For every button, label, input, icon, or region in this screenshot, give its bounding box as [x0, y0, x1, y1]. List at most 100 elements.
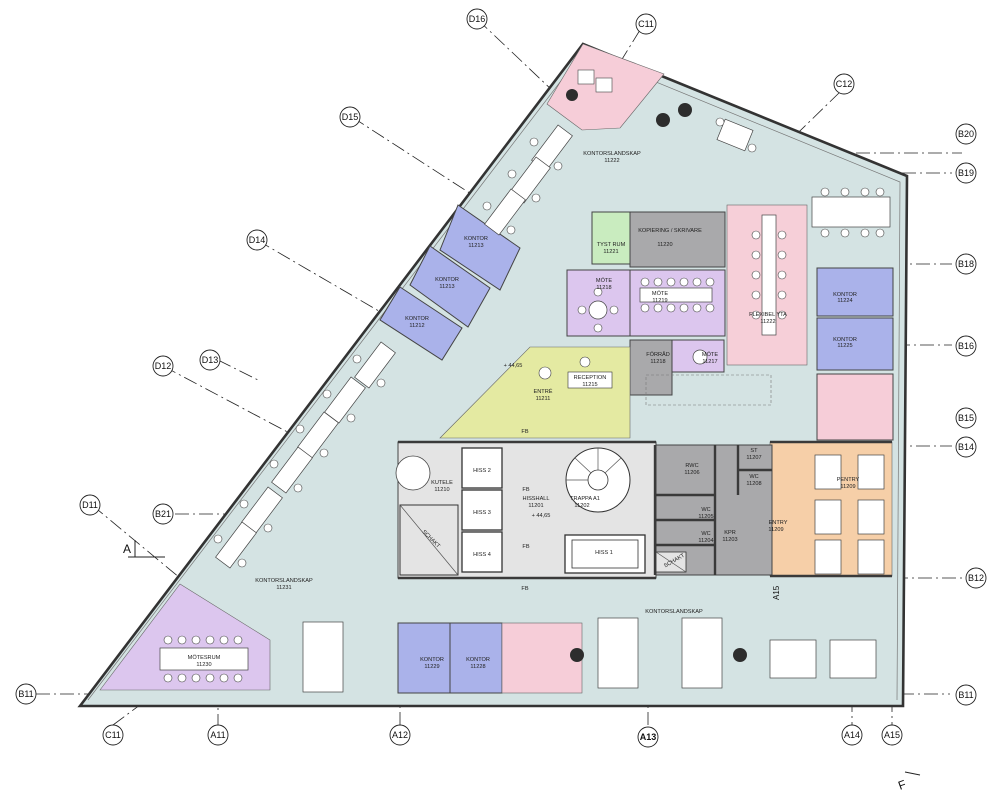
room-number: 11220: [657, 242, 672, 248]
room-name: MÖTE: [596, 277, 612, 284]
grid-label: A14: [844, 730, 860, 740]
room-name: KONTOR: [435, 277, 459, 283]
grid-bubble-right: B20: [955, 123, 977, 145]
chair: [593, 323, 603, 333]
table: [857, 454, 885, 490]
room-name: MÖTE: [652, 290, 668, 297]
desk: [354, 341, 396, 389]
chair: [177, 635, 187, 645]
room-number: 11206: [684, 470, 699, 476]
grid-bubble-right: B15: [955, 407, 977, 429]
grid-side-label: A15: [772, 585, 781, 600]
room-number: 11229: [424, 664, 439, 670]
table: [857, 539, 885, 575]
room-number: 11209: [840, 484, 855, 490]
grid-bubble-bottom: A15: [881, 724, 903, 746]
chair: [322, 389, 332, 399]
room-name: ST: [750, 448, 758, 454]
room-number: 11209: [768, 527, 783, 533]
room-name: TYST RUM: [597, 242, 626, 248]
grid-label: D14: [249, 235, 266, 245]
table: [814, 499, 842, 535]
elevator-label: HISS 3: [473, 510, 491, 516]
chair: [376, 378, 386, 388]
room-name: ENTRÉ: [534, 388, 553, 395]
chair: [860, 187, 870, 197]
grid-label: C11: [638, 19, 654, 29]
chair: [295, 424, 305, 434]
grid-bubble-bottom: A12: [389, 724, 411, 746]
room-number: 11205: [698, 514, 713, 520]
grid-bubble-bottom: A11: [207, 724, 229, 746]
grid-bubble-left: D13: [199, 349, 221, 371]
grid-label: D11: [82, 500, 98, 510]
table: [639, 287, 713, 303]
chair: [777, 250, 787, 260]
chair: [840, 187, 850, 197]
chair: [538, 366, 552, 380]
chair: [293, 483, 303, 493]
chair: [777, 290, 787, 300]
chair: [777, 230, 787, 240]
room-number: 11218: [596, 285, 611, 291]
room-name: KONTOR: [833, 292, 857, 298]
room-name: WC: [749, 474, 758, 480]
armchair: [577, 69, 595, 85]
chair: [205, 673, 215, 683]
plant: [733, 648, 747, 662]
room-name: WC: [701, 507, 710, 513]
room-number: 11219: [652, 298, 667, 304]
plant: [566, 89, 578, 101]
chair: [579, 356, 591, 368]
chair: [319, 448, 329, 458]
chair: [705, 277, 715, 287]
room-name: KUTELE: [431, 480, 453, 486]
grid-bubble-left: B11: [15, 683, 37, 705]
chair: [751, 290, 761, 300]
desk: [811, 196, 891, 228]
desk: [597, 617, 639, 689]
grid-label: C12: [836, 79, 853, 89]
core-details: [398, 374, 892, 580]
room-name: MÖTESRUM: [188, 654, 221, 661]
room-number: 11201: [528, 503, 543, 509]
chair: [507, 169, 517, 179]
grid-label: A11: [210, 730, 225, 740]
chair: [777, 310, 787, 320]
room-number: 11210: [434, 487, 449, 493]
grid-label: D12: [155, 361, 172, 371]
chair: [860, 228, 870, 238]
table: [857, 499, 885, 535]
chair: [177, 673, 187, 683]
room-number: 11228: [470, 664, 485, 670]
room-name: KONTOR: [833, 337, 857, 343]
chair: [751, 310, 761, 320]
room-number: 11221: [603, 249, 618, 255]
round-table: [395, 455, 431, 491]
room-number: 11212: [409, 323, 424, 329]
grid-bubble-right: B16: [955, 335, 977, 357]
room-name: MÖTE: [702, 351, 718, 358]
room-number: 11230: [196, 662, 211, 668]
room-name: KOPIERING / SKRIVARE: [638, 228, 702, 234]
fb-mark: FB: [521, 429, 528, 435]
room-labels: KONTORSLANDSKAP 11222 KONTOR 11213 KONTO…: [188, 151, 860, 670]
chair: [875, 228, 885, 238]
room-number: 11204: [698, 538, 713, 544]
fb-mark: FB: [521, 586, 528, 592]
chair: [237, 558, 247, 568]
chair: [747, 143, 757, 153]
chair: [531, 193, 541, 203]
room-number: 11203: [722, 537, 737, 543]
grid-label: B12: [968, 573, 984, 583]
chair: [205, 635, 215, 645]
room-name: KONTOR: [466, 657, 490, 663]
chair: [640, 303, 650, 313]
room-name: KONTOR: [420, 657, 444, 663]
room-number: 11222: [760, 319, 775, 325]
grid-bubble-top: D16: [466, 8, 488, 30]
room-number: 11208: [746, 481, 761, 487]
room-name: TRAPPA A1: [570, 496, 600, 502]
chair: [692, 303, 702, 313]
chair: [577, 305, 587, 315]
